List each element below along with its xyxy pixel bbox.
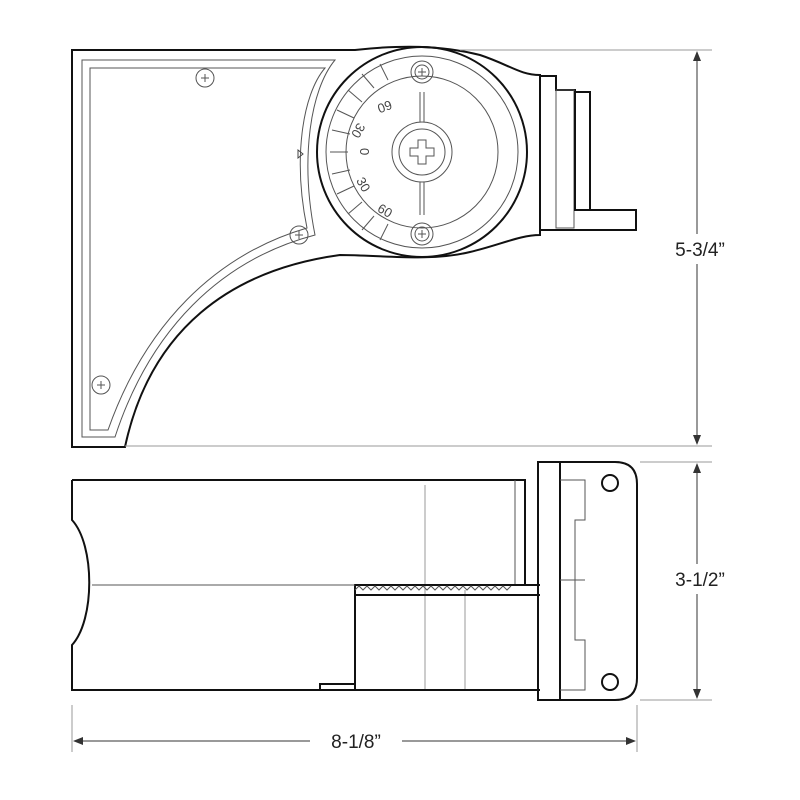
dial-ticks bbox=[330, 63, 389, 241]
center-screw-icon bbox=[391, 121, 453, 183]
dial-outer bbox=[316, 46, 528, 258]
dimension-lines bbox=[71, 49, 740, 754]
arrow-icon bbox=[297, 148, 304, 160]
threaded-rod bbox=[319, 584, 540, 691]
dial-label: 60 bbox=[375, 200, 395, 220]
dial-label: 0 bbox=[357, 148, 372, 155]
mount-plate-top bbox=[540, 75, 637, 231]
screw-icon bbox=[410, 222, 434, 246]
dial-label: 60 bbox=[375, 97, 394, 116]
side-view bbox=[71, 461, 638, 701]
height-dimension-label: 5-3/4” bbox=[675, 240, 725, 261]
bracket-outline-top bbox=[71, 45, 541, 448]
screw-icon bbox=[289, 225, 309, 245]
dial-label: 30 bbox=[348, 121, 368, 141]
width-dimension-label: 8-1/8” bbox=[331, 732, 381, 753]
mount-hole bbox=[601, 673, 619, 691]
top-view: 60 30 0 30 60 bbox=[71, 45, 637, 448]
screw-icon bbox=[195, 68, 215, 88]
dial-ring bbox=[325, 55, 519, 249]
screw-icon bbox=[410, 60, 434, 84]
side-height-dimension-label: 3-1/2” bbox=[675, 570, 725, 591]
mount-hole bbox=[601, 474, 619, 492]
dial-label: 30 bbox=[353, 174, 373, 194]
screw-icon bbox=[91, 375, 111, 395]
mount-plate-side bbox=[537, 461, 638, 701]
plate-inner-outline bbox=[81, 59, 337, 438]
